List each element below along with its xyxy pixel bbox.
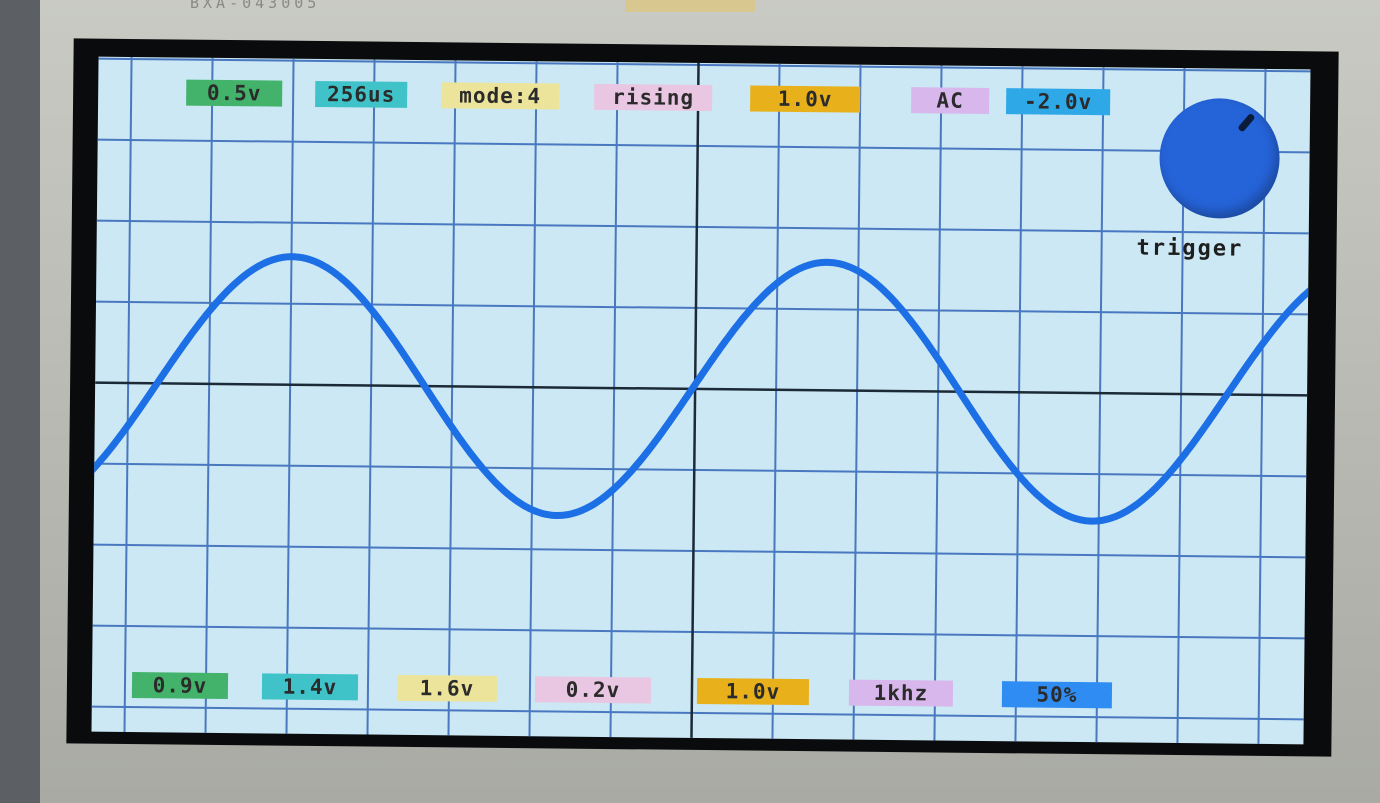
trigger-knob[interactable]: [1158, 97, 1281, 220]
grid-line-horizontal: [93, 543, 1306, 559]
grid-line-vertical: [609, 62, 619, 738]
grid-line-horizontal: [98, 57, 1311, 73]
frequency-readout[interactable]: 1khz: [848, 679, 954, 707]
grid-line-horizontal: [94, 462, 1307, 478]
grid-line-vertical: [123, 57, 133, 732]
grid-line-horizontal: [97, 138, 1310, 154]
grid-line-horizontal: [91, 705, 1304, 721]
time-per-div[interactable]: 256us: [315, 80, 408, 108]
grid-line-horizontal: [96, 219, 1309, 235]
knob-indicator-icon: [1237, 112, 1256, 133]
mode-label[interactable]: mode:4: [441, 82, 560, 110]
scope-grid-and-trace: [91, 57, 1311, 744]
grid-line-horizontal: [92, 624, 1305, 640]
signal-trace: [91, 253, 1311, 525]
grid-line-vertical: [528, 61, 538, 737]
measurement-3[interactable]: 1.6v: [396, 674, 498, 702]
measurement-5[interactable]: 1.0v: [696, 677, 810, 706]
grid-line-vertical: [366, 59, 376, 735]
measurement-1[interactable]: 0.9v: [131, 672, 229, 700]
grid-line-vertical: [771, 63, 781, 739]
grid-line-vertical: [1095, 67, 1105, 743]
grid-line-horizontal: [95, 300, 1308, 316]
ch-volts-per-div[interactable]: 0.5v: [186, 79, 283, 107]
grid-line-vertical: [447, 60, 457, 736]
grid-line-vertical: [852, 64, 862, 740]
trigger-edge[interactable]: rising: [594, 83, 713, 112]
horizontal-axis: [95, 381, 1308, 397]
duty-cycle-readout[interactable]: 50%: [1001, 681, 1113, 709]
bezel-part-number: BXA-043005: [190, 0, 321, 12]
measurement-2[interactable]: 1.4v: [261, 673, 359, 701]
coupling-mode[interactable]: AC: [911, 87, 990, 115]
grid-line-vertical: [1014, 66, 1024, 742]
vertical-axis: [690, 62, 700, 738]
pcb-tab: [625, 0, 755, 12]
oscilloscope-screen: 0.5v 256us mode:4 rising 1.0v AC -2.0v t…: [91, 56, 1311, 745]
grid-line-vertical: [933, 65, 943, 741]
trigger-level[interactable]: 1.0v: [750, 85, 861, 113]
offset-voltage[interactable]: -2.0v: [1006, 88, 1111, 116]
trigger-knob-label: trigger: [1136, 235, 1244, 262]
grid-line-vertical: [204, 57, 214, 733]
measurement-4[interactable]: 0.2v: [534, 676, 652, 704]
grid-line-vertical: [285, 58, 295, 734]
